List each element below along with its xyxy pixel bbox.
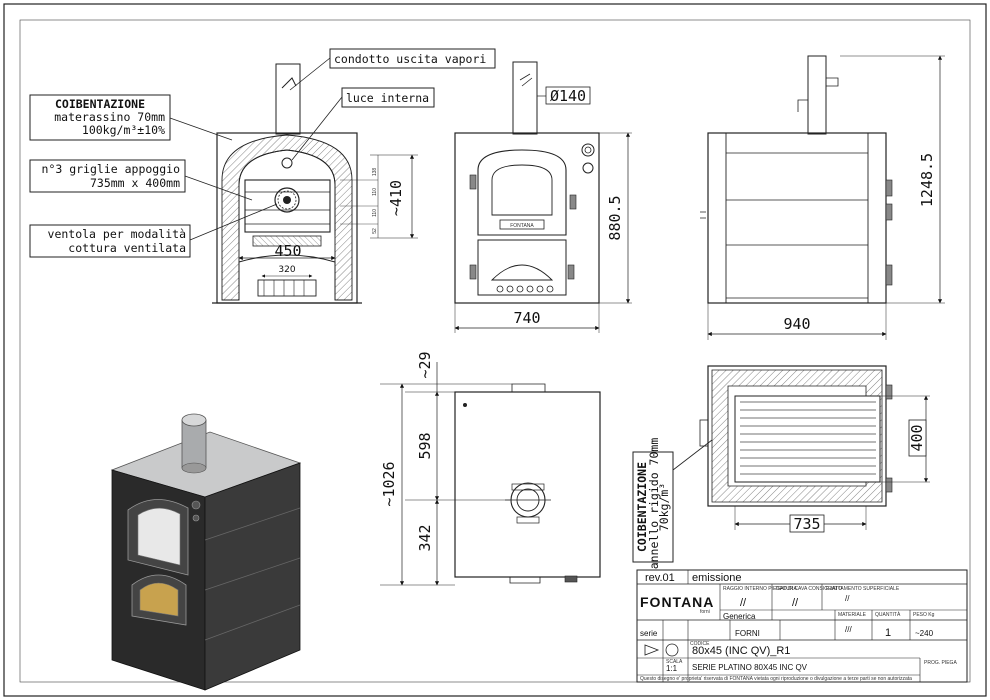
dim-450: 450 <box>274 242 301 260</box>
description: SERIE PLATINO 80X45 INC QV <box>692 663 808 672</box>
front-brand-plate: FONTANA <box>510 223 534 229</box>
section-callouts: condotto uscita vapori luce interna COIB… <box>29 48 496 258</box>
top-view: ~29 598 342 ~1026 <box>380 351 601 586</box>
callout-insulation-l3: 100kg/m³±10% <box>82 123 165 137</box>
hdr-materiale: MATERIALE <box>838 612 867 618</box>
side-view: 940 1248.5 <box>700 55 945 340</box>
callout-insulation-title: COIBENTAZIONE <box>55 97 145 111</box>
weight-value: ~240 <box>915 629 934 638</box>
hdr-codice: CODICE <box>690 641 710 647</box>
prog-piega: PROG. PIEGA <box>924 660 957 666</box>
dim-110-b: 110 <box>372 209 378 217</box>
dim-29: ~29 <box>416 351 434 378</box>
dim-342: 342 <box>416 524 434 551</box>
hdr-tipo: TIPO DI CAVA CONSIGLIATO <box>775 586 842 592</box>
gruppo-value: FORNI <box>735 629 760 638</box>
callout-inner-light: luce interna <box>346 91 429 105</box>
dim-880: 880.5 <box>606 195 624 240</box>
callout-insulation2-l2: pannello rigido 70mm <box>647 438 661 577</box>
dim-110-a: 110 <box>372 188 378 196</box>
quantity-value: 1 <box>885 627 891 639</box>
dim-138: 138 <box>372 168 378 177</box>
title-block: rev.01 emissione FONTANA forni RAGGIO IN… <box>636 569 968 683</box>
hdr-quantita: QUANTITÀ <box>875 611 901 618</box>
dim-1026: ~1026 <box>380 461 398 506</box>
hdr-trattamento: TRATTAMENTO SUPERFICIALE <box>825 586 900 592</box>
disclaimer: Questo disegno e' proprieta' riservata d… <box>640 676 912 682</box>
dim-400: 400 <box>908 424 926 451</box>
callout-insulation-l2: materassino 70mm <box>54 110 165 124</box>
serie-label: serie <box>640 629 658 638</box>
hdr-raggio: RAGGIO INTERNO PIEGATURA <box>723 586 797 592</box>
dim-940: 940 <box>783 315 810 333</box>
dim-740: 740 <box>513 309 540 327</box>
section-view: 450 320 ~410 138 110 110 52 <box>212 63 418 304</box>
isometric-render <box>110 413 302 691</box>
hdr-peso: PESO Kg <box>913 612 935 618</box>
callout-fan-l2: cottura ventilata <box>68 241 186 255</box>
inner-border <box>19 19 971 683</box>
material-value: /// <box>845 625 852 634</box>
callout-fan-l1: ventola per modalità <box>48 227 186 241</box>
callout-grills-l2: 735mm x 400mm <box>90 176 180 190</box>
callout-insulation2-l3: 70kg/m³ <box>657 483 671 531</box>
scale-value: 1:1 <box>666 664 678 673</box>
callout-insulation2-title: COIBENTAZIONE <box>635 462 649 552</box>
finish-value: Generica <box>723 612 756 621</box>
trattamento-value: // <box>845 594 850 603</box>
sheet-border <box>3 3 987 697</box>
dim-410: ~410 <box>387 180 405 216</box>
dim-320: 320 <box>278 265 295 275</box>
dim-598: 598 <box>416 432 434 459</box>
dim-1248: 1248.5 <box>918 153 936 207</box>
callout-vent-pipe: condotto uscita vapori <box>334 52 486 66</box>
brand-subtitle: forni <box>700 609 710 615</box>
raggio-value: // <box>740 597 747 609</box>
tipo-value: // <box>792 597 799 609</box>
hdr-scala: SCALA <box>666 659 683 665</box>
rev-note: emissione <box>692 572 742 584</box>
callout-grills-l1: n°3 griglie appoggio <box>42 162 181 176</box>
dim-735: 735 <box>793 515 820 533</box>
front-view: FONTANA Ø140 740 880.5 <box>454 61 632 333</box>
dim-flue-diameter: Ø140 <box>550 87 586 105</box>
drawing-code: 80x45 (INC QV)_R1 <box>692 645 790 657</box>
rev-number: rev.01 <box>645 572 675 584</box>
plan-section-view: 735 400 COIBENTAZIONE pannello rigido 70… <box>632 365 930 577</box>
brand-logo: FONTANA <box>640 594 714 610</box>
dim-52: 52 <box>372 228 378 234</box>
